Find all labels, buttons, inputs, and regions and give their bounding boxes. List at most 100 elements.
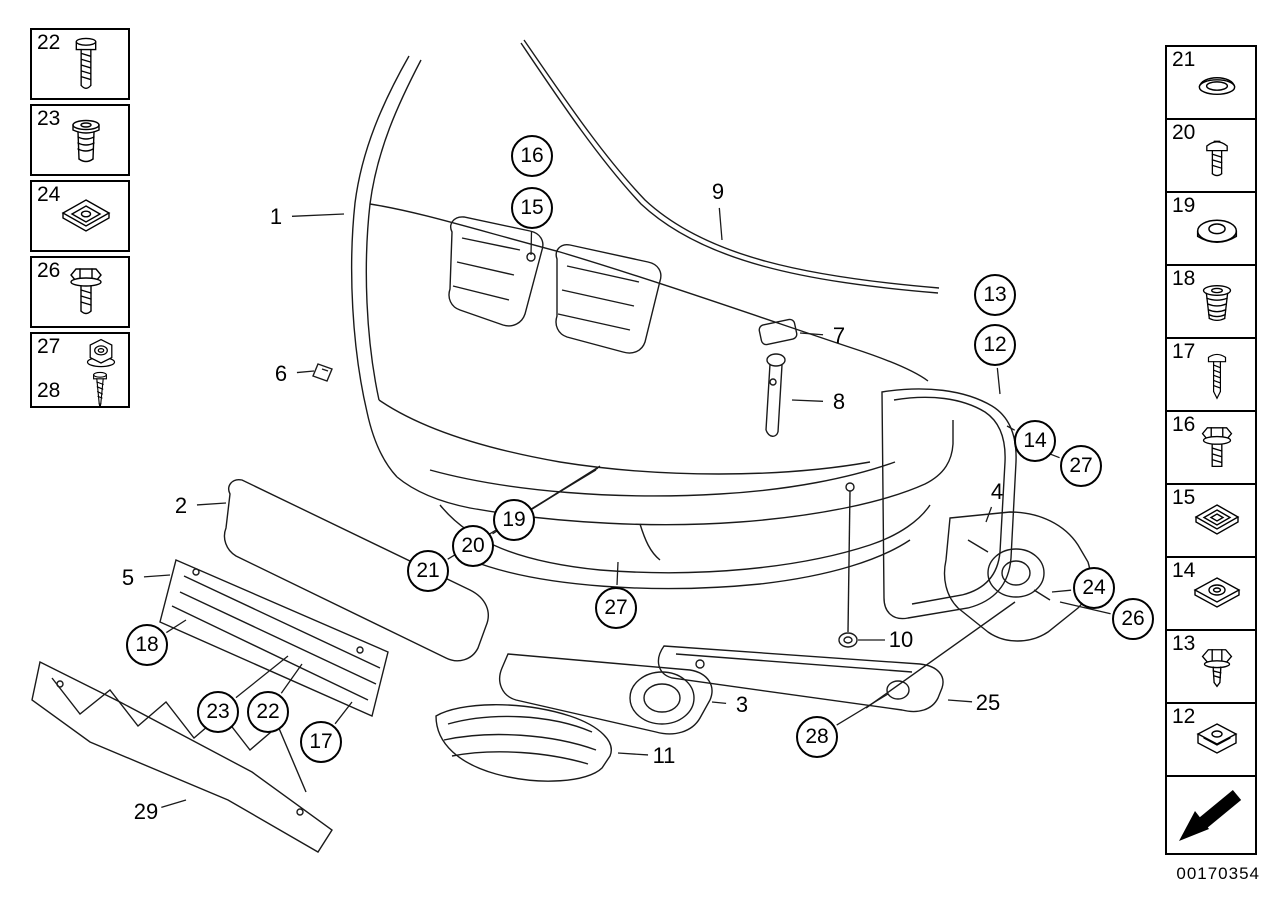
callout-label-2[interactable]: 2 [174,493,188,518]
callout-circle-24[interactable]: 24 [1073,567,1115,609]
part-box-number: 12 [1172,705,1196,728]
callout-label-4[interactable]: 4 [990,479,1004,504]
leader-line [1006,425,1016,431]
callout-label-6[interactable]: 6 [274,361,288,386]
threaded-bushing-icon [72,119,100,163]
part-box-24[interactable]: 24 [30,180,130,252]
grommet [838,632,858,648]
long-pan-head-screw-icon [1207,353,1227,400]
callout-circle-23[interactable]: 23 [197,691,239,733]
part-box-22[interactable]: 22 [30,28,130,100]
speed-clip-nut-icon [1193,576,1241,608]
square-clip-nut-icon [1194,503,1240,535]
leader-line [1051,589,1072,593]
callout-circle-19[interactable]: 19 [493,499,535,541]
callout-label-29[interactable]: 29 [133,799,159,824]
leader-line [235,655,289,699]
callout-circle-12[interactable]: 12 [974,324,1016,366]
leader-line [334,701,353,725]
part-box-15[interactable]: 15 [1165,483,1257,558]
leader-line [791,399,824,402]
support-bar [657,645,944,713]
part-box-number: 27 [37,335,61,358]
kidney-grille-cutouts [448,216,662,354]
callout-label-5[interactable]: 5 [121,565,135,590]
bumper-right-corner [881,388,1017,620]
callout-label-25[interactable]: 25 [975,690,1001,715]
hex-flange-bolt-icon [1201,426,1233,467]
part-box-26[interactable]: 26 [30,256,130,328]
callout-circle-28[interactable]: 28 [796,716,838,758]
leader-line [161,799,187,809]
blind-plug-icon [1198,76,1236,95]
callout-circle-21[interactable]: 21 [407,550,449,592]
callout-circle-27[interactable]: 27 [1060,445,1102,487]
callout-circle-18[interactable]: 18 [126,624,168,666]
leader-line [718,207,723,241]
flange-nut-icon [86,338,116,368]
part-box-20[interactable]: 20 [1165,118,1257,193]
part-box-number: 28 [37,379,61,402]
open-fog-grille [435,704,612,782]
part-box-12[interactable]: 12 [1165,702,1257,777]
direction-arrow-icon [1179,789,1242,841]
leader-line [280,663,303,694]
part-box-18[interactable]: 18 [1165,264,1257,339]
pan-head-screw-icon [1206,140,1228,176]
part-box-number: 18 [1172,267,1196,290]
part-box-16[interactable]: 16 [1165,410,1257,485]
washer-nozzle [765,353,786,437]
callout-label-9[interactable]: 9 [711,179,725,204]
callout-circle-26[interactable]: 26 [1112,598,1154,640]
part-box-number: 21 [1172,48,1196,71]
part-box-number: 22 [37,31,61,54]
callout-label-1[interactable]: 1 [269,204,283,229]
hex-screw-with-washer-icon [70,268,102,315]
leader-line [196,502,227,506]
leader-line [530,230,533,256]
callout-circle-13[interactable]: 13 [974,274,1016,316]
part-box-17[interactable]: 17 [1165,337,1257,412]
expanding-rivet-nut-icon [1202,284,1232,321]
part-box-number: 23 [37,107,61,130]
callout-label-3[interactable]: 3 [735,692,749,717]
callout-circle-17[interactable]: 17 [300,721,342,763]
part-box-19[interactable]: 19 [1165,191,1257,266]
callout-label-8[interactable]: 8 [832,389,846,414]
callout-circle-22[interactable]: 22 [247,691,289,733]
leader-line [166,619,187,634]
callout-label-11[interactable]: 11 [652,743,676,768]
part-box-14[interactable]: 14 [1165,556,1257,631]
plate-base-panel [159,559,389,717]
leader-line [291,213,345,217]
part-box-13[interactable]: 13 [1165,629,1257,704]
direction-arrow-box[interactable] [1165,775,1257,855]
part-box-number: 16 [1172,413,1196,436]
leader-line [799,332,824,336]
leader-line [996,367,1001,395]
leader-line [947,699,973,703]
callout-label-10[interactable]: 10 [888,627,914,652]
machine-screw-icon [75,37,97,89]
leader-line [836,693,889,726]
small-cover [758,318,798,346]
part-box-number: 17 [1172,340,1196,363]
part-box-number: 15 [1172,486,1196,509]
part-box-number: 13 [1172,632,1196,655]
callout-circle-20[interactable]: 20 [452,525,494,567]
sheet-metal-clip-nut-icon [61,199,111,232]
callout-circle-16[interactable]: 16 [511,135,553,177]
part-box-21[interactable]: 21 [1165,45,1257,120]
callout-circle-27[interactable]: 27 [595,587,637,629]
part-box-number: 20 [1172,121,1196,144]
part-box-23[interactable]: 23 [30,104,130,176]
callout-circle-15[interactable]: 15 [511,187,553,229]
callout-label-7[interactable]: 7 [832,323,846,348]
leader-line [985,506,993,523]
leader-line [711,701,727,705]
lower-support-truss [31,660,333,853]
leader-line [616,561,619,586]
part-box-27-28[interactable]: 27 28 [30,332,130,408]
callout-circle-14[interactable]: 14 [1014,420,1056,462]
